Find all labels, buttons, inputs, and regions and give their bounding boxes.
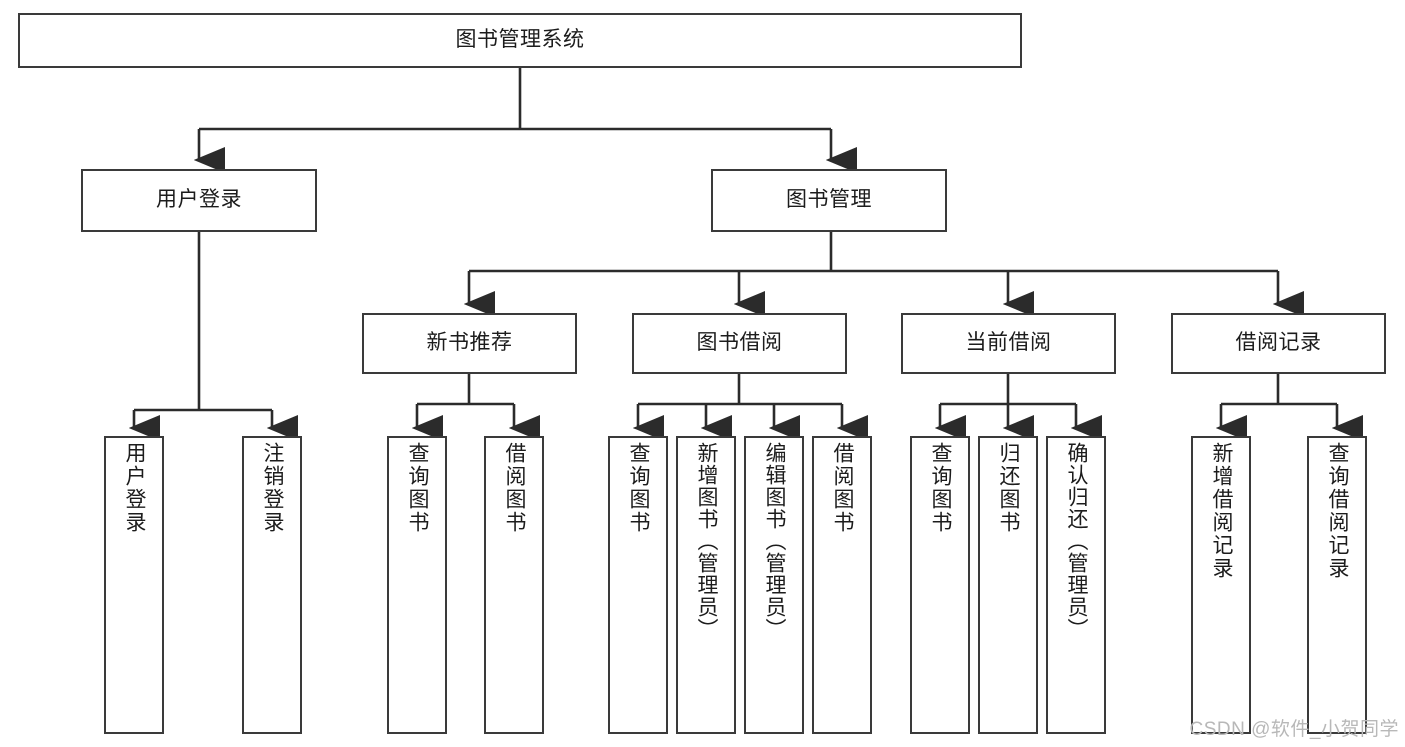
node-leaf-user-login-label: 用户登录 (123, 442, 147, 534)
node-leaf-borrow-book-borrow[interactable]: 借阅图书 (812, 436, 872, 734)
node-leaf-add-borrow-record[interactable]: 新增借阅记录 (1191, 436, 1251, 734)
node-leaf-confirm-return-admin-label: 确认归还（管理员） (1065, 442, 1089, 640)
node-leaf-return-book[interactable]: 归还图书 (978, 436, 1038, 734)
node-leaf-query-book-newbook[interactable]: 查询图书 (387, 436, 447, 734)
node-leaf-borrow-book-borrow-label: 借阅图书 (831, 442, 855, 534)
node-book-borrow-label: 图书借阅 (696, 331, 783, 355)
node-leaf-edit-book-admin-label: 编辑图书（管理员） (763, 442, 787, 640)
node-leaf-query-book-borrow-label: 查询图书 (627, 442, 651, 534)
node-leaf-confirm-return-admin[interactable]: 确认归还（管理员） (1046, 436, 1106, 734)
node-borrow-records[interactable]: 借阅记录 (1171, 313, 1386, 374)
node-leaf-logout-label: 注销登录 (261, 442, 285, 534)
node-leaf-add-book-admin[interactable]: 新增图书（管理员） (676, 436, 736, 734)
node-current-borrow[interactable]: 当前借阅 (901, 313, 1116, 374)
node-root-label: 图书管理系统 (455, 28, 585, 52)
node-leaf-add-borrow-record-label: 新增借阅记录 (1210, 442, 1234, 580)
node-book-management-label: 图书管理 (786, 188, 872, 212)
node-leaf-edit-book-admin[interactable]: 编辑图书（管理员） (744, 436, 804, 734)
node-leaf-query-book-current-label: 查询图书 (929, 442, 953, 534)
node-leaf-query-borrow-record[interactable]: 查询借阅记录 (1307, 436, 1367, 734)
node-leaf-logout[interactable]: 注销登录 (242, 436, 302, 734)
node-leaf-borrow-book-newbook-label: 借阅图书 (503, 442, 527, 534)
node-new-book-recommend[interactable]: 新书推荐 (362, 313, 577, 374)
node-user-login[interactable]: 用户登录 (81, 169, 317, 232)
node-leaf-query-book-borrow[interactable]: 查询图书 (608, 436, 668, 734)
node-leaf-query-borrow-record-label: 查询借阅记录 (1326, 442, 1350, 580)
node-leaf-add-book-admin-label: 新增图书（管理员） (695, 442, 719, 640)
node-leaf-return-book-label: 归还图书 (997, 442, 1021, 534)
node-leaf-user-login[interactable]: 用户登录 (104, 436, 164, 734)
node-leaf-query-book-newbook-label: 查询图书 (406, 442, 430, 534)
watermark-text: CSDN @软件_小贺同学 (1189, 719, 1399, 740)
node-borrow-records-label: 借阅记录 (1235, 331, 1322, 355)
node-leaf-query-book-current[interactable]: 查询图书 (910, 436, 970, 734)
node-user-login-label: 用户登录 (156, 188, 242, 212)
node-leaf-borrow-book-newbook[interactable]: 借阅图书 (484, 436, 544, 734)
node-root[interactable]: 图书管理系统 (18, 13, 1022, 68)
node-current-borrow-label: 当前借阅 (965, 331, 1052, 355)
node-book-borrow[interactable]: 图书借阅 (632, 313, 847, 374)
node-new-book-recommend-label: 新书推荐 (426, 331, 513, 355)
node-book-management[interactable]: 图书管理 (711, 169, 947, 232)
